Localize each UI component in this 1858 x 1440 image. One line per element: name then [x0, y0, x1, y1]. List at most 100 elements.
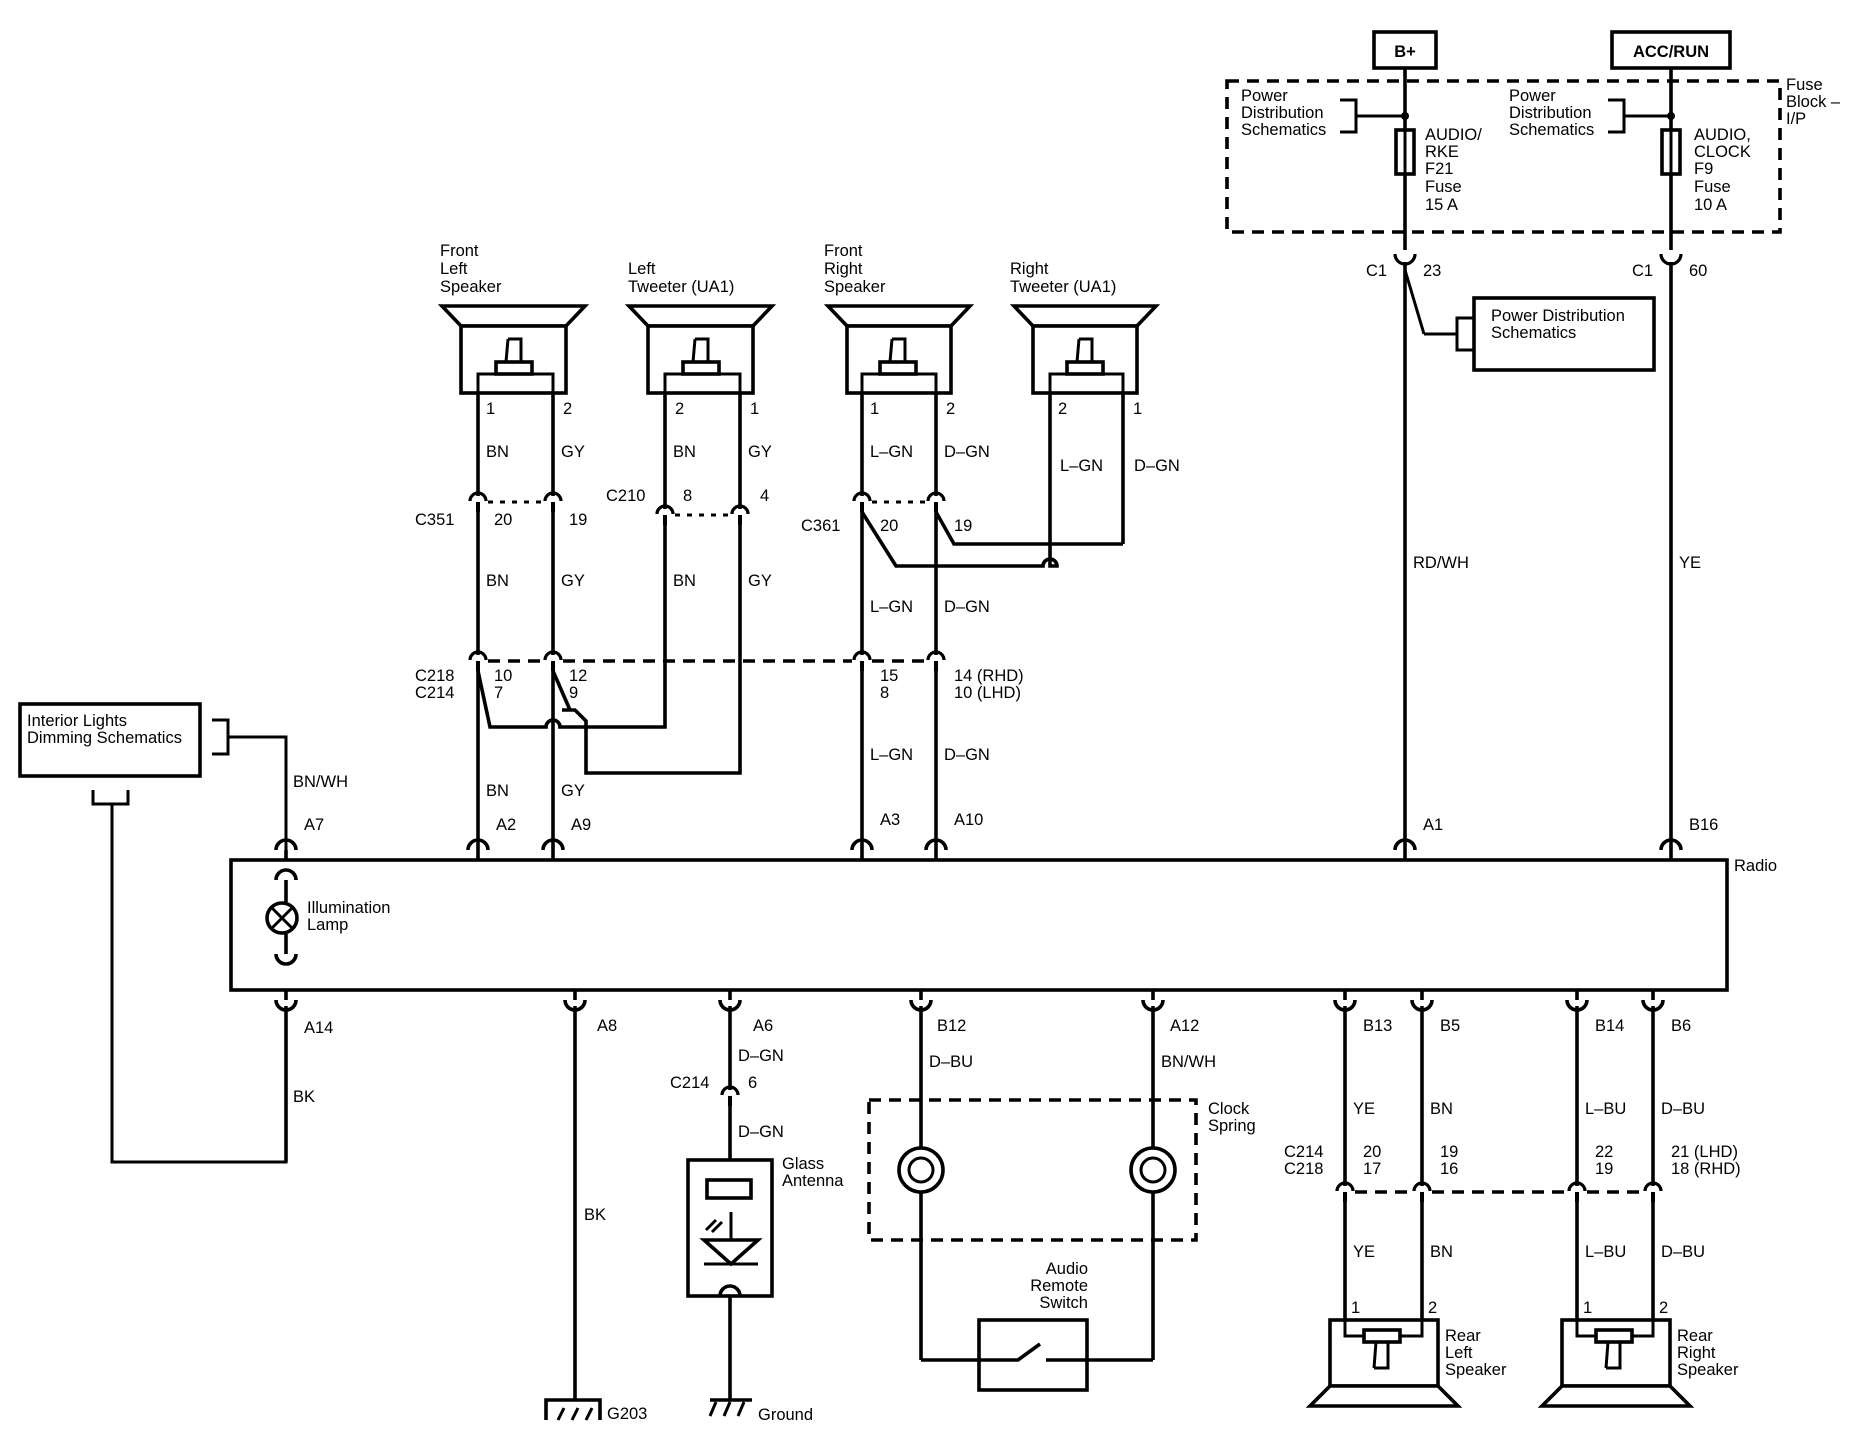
rr-dbu: D–BU [1661, 1243, 1705, 1261]
pds-right-3: Schematics [1509, 121, 1594, 139]
c218-p14: 14 (RHD) [954, 667, 1024, 685]
accrun-label: ACC/RUN [1633, 43, 1709, 61]
fuse-block-label-1: Fuse [1786, 76, 1823, 94]
front-left-speaker: Front Left Speaker 1 2 [437, 242, 590, 418]
lamp-l2: Lamp [307, 916, 348, 934]
rear-p18: 18 (RHD) [1671, 1160, 1741, 1178]
frs-pin1: 1 [870, 400, 879, 418]
b13-ye: YE [1353, 1100, 1375, 1118]
pds-left-3: Schematics [1241, 121, 1326, 139]
left-tweeter: Left Tweeter (UA1) 2 1 [624, 260, 777, 418]
connector-c210: C210 8 4 [606, 487, 769, 527]
rl-ye: YE [1353, 1243, 1375, 1261]
c361-dgn: D–GN [944, 598, 990, 616]
il-l2: Dimming Schematics [27, 729, 182, 747]
c351-pin-b: 19 [569, 511, 587, 529]
c351-bn: BN [486, 572, 509, 590]
fuse9-l5: 10 A [1694, 196, 1727, 214]
fuse9-l2: CLOCK [1694, 143, 1751, 161]
rls-pin2: 2 [1428, 1299, 1437, 1317]
fls-pin2: 2 [563, 400, 572, 418]
rear-right-speaker: 1 2 Rear Right Speaker [1537, 1299, 1739, 1408]
ars-l3: Switch [1039, 1294, 1088, 1312]
rt-l2: Tweeter (UA1) [1010, 278, 1116, 296]
rt-pin1: 1 [1133, 400, 1142, 418]
c1-right-conn: C1 [1632, 262, 1653, 280]
pin-a8: A8 [597, 1017, 617, 1035]
c214-p10: 10 (LHD) [954, 684, 1021, 702]
b6-dbu: D–BU [1661, 1100, 1705, 1118]
g203-label: G203 [607, 1405, 647, 1423]
glass-antenna: D–GN C214 6 D–GN Glass Antenna Ground [670, 1006, 844, 1424]
rear-p19b: 19 [1595, 1160, 1613, 1178]
a3-lgn: L–GN [870, 746, 913, 764]
c214-ant-label: C214 [670, 1074, 709, 1092]
c218-p15: 15 [880, 667, 898, 685]
c214-ant-pin: 6 [748, 1074, 757, 1092]
pin-a12: A12 [1170, 1017, 1199, 1035]
rear-p17: 17 [1363, 1160, 1381, 1178]
rt-pin2: 2 [1058, 400, 1067, 418]
rear-speaker-wires: YE BN L–BU D–BU C214 C218 20 17 19 16 22… [1284, 1006, 1741, 1318]
a9-gy: GY [561, 782, 585, 800]
c214-p9: 9 [569, 684, 578, 702]
audio-remote-switch: Audio Remote Switch [921, 1260, 1153, 1392]
pds-box-l2: Schematics [1491, 324, 1576, 342]
radio-module: Radio A7 A2 A9 A3 A10 A1 B16 Illum [229, 811, 1777, 1037]
rrs-l1: Rear [1677, 1327, 1713, 1345]
rt-l1: Right [1010, 260, 1049, 278]
lt-w1-color: GY [748, 443, 772, 461]
ant-dgn: D–GN [738, 1123, 784, 1141]
a7-bnwh: BN/WH [293, 773, 348, 791]
c210-label: C210 [606, 487, 645, 505]
bplus-label: B+ [1394, 43, 1416, 61]
c361-lgn: L–GN [870, 598, 913, 616]
pin-a7: A7 [304, 816, 324, 834]
rrs-l3: Speaker [1677, 1361, 1739, 1379]
a12-bnwh: BN/WH [1161, 1053, 1216, 1071]
c361-pin-a: 20 [880, 517, 898, 535]
c214-p8: 8 [880, 684, 889, 702]
fls-pin1: 1 [486, 400, 495, 418]
rear-p20: 20 [1363, 1143, 1381, 1161]
frs-l1: Front [824, 242, 863, 260]
lt-pin1: 1 [750, 400, 759, 418]
c218-p12: 12 [569, 667, 587, 685]
pin-a14: A14 [304, 1019, 333, 1037]
pin-a3: A3 [880, 811, 900, 829]
pds-box: Power Distribution Schematics [1403, 269, 1656, 372]
a8-bk: BK [584, 1206, 606, 1224]
rls-l1: Rear [1445, 1327, 1481, 1345]
rls-l2: Left [1445, 1344, 1473, 1362]
c1-left-conn: C1 [1366, 262, 1387, 280]
c214-p7: 7 [494, 684, 503, 702]
fuse-block-label-3: I/P [1786, 110, 1806, 128]
c1-left-pin: 23 [1423, 262, 1441, 280]
c361-pin-b: 19 [954, 517, 972, 535]
power-source-bplus: B+ [1372, 30, 1438, 70]
wire-rdwh-label: RD/WH [1413, 554, 1469, 572]
ground-label: Ground [758, 1406, 813, 1424]
fuse-block: Fuse Block – I/P Power Distribution Sche… [1225, 76, 1841, 234]
c218-label: C218 [415, 667, 454, 685]
front-right-speaker: Front Right Speaker 1 2 [823, 242, 975, 418]
rear-c218-label: C218 [1284, 1160, 1323, 1178]
antenna-l1: Glass [782, 1155, 824, 1173]
rear-left-speaker: 1 2 Rear Left Speaker [1305, 1299, 1507, 1408]
front-speaker-wires: BN GY BN GY L–GN D–GN L–GN D–GN [476, 393, 1180, 544]
pin-a1: A1 [1423, 816, 1443, 834]
rls-pin1: 1 [1351, 1299, 1360, 1317]
rear-c214-label: C214 [1284, 1143, 1323, 1161]
fuse21-l4: Fuse [1425, 178, 1462, 196]
pin-b12: B12 [937, 1017, 966, 1035]
fls-w1-color: BN [486, 443, 509, 461]
rrs-pin1: 1 [1583, 1299, 1592, 1317]
pds-left-1: Power [1241, 87, 1288, 105]
lt-mid-gy: GY [748, 572, 772, 590]
radio-bottom-pins: A14 A8 A6 B12 A12 B13 B5 B14 B6 [274, 990, 1691, 1037]
fuse-f9: AUDIO, CLOCK F9 Fuse 10 A [1660, 126, 1751, 214]
clock-spring-l2: Spring [1208, 1117, 1256, 1135]
lt-l1: Left [628, 260, 656, 278]
fuse9-l4: Fuse [1694, 178, 1731, 196]
pin-b14: B14 [1595, 1017, 1624, 1035]
